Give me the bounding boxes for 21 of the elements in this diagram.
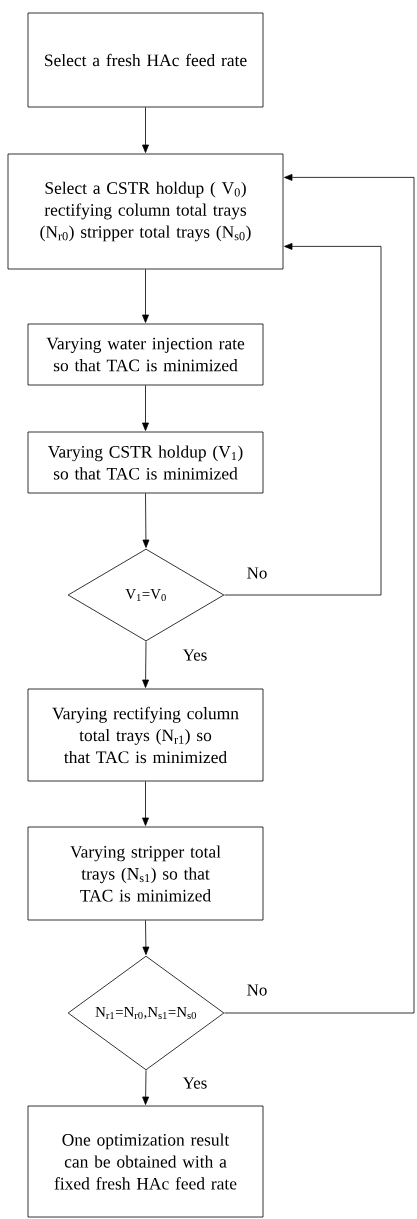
arrow xyxy=(142,920,150,955)
edge-label: Yes xyxy=(181,1076,209,1090)
arrow xyxy=(142,493,150,548)
process-box: Select a CSTR holdup ( V$_{0}$) rectifying column total trays (N$_{r0}$) stripper total trays (N$_{s0}$) xyxy=(7,153,284,270)
arrow xyxy=(142,107,149,153)
arrow xyxy=(224,243,382,596)
process-box: Select a fresh HAc feed rate xyxy=(27,12,264,108)
arrow xyxy=(224,174,415,1014)
arrow xyxy=(142,781,149,826)
edge-label: No xyxy=(245,983,269,997)
arrow xyxy=(142,641,149,688)
process-box: Varying stripper total trays (N$_{s1}$) so that TAC is minimized xyxy=(27,826,264,921)
arrow xyxy=(142,269,149,323)
process-box: Varying rectifying column total trays (N$_{r1}$) so that TAC is minimized xyxy=(27,688,264,782)
edge-label: No xyxy=(245,566,269,580)
edge-label: Yes xyxy=(181,648,209,662)
arrow xyxy=(142,385,149,431)
arrow xyxy=(142,1069,150,1105)
process-box: Varying CSTR holdup (V$_{1}$) so that TAC is minimized xyxy=(27,431,264,494)
process-box: Varying water injection rate so that TAC is minimized xyxy=(27,323,264,386)
process-box: One optimization result can be obtained with a fixed fresh HAc feed rate xyxy=(27,1105,264,1218)
